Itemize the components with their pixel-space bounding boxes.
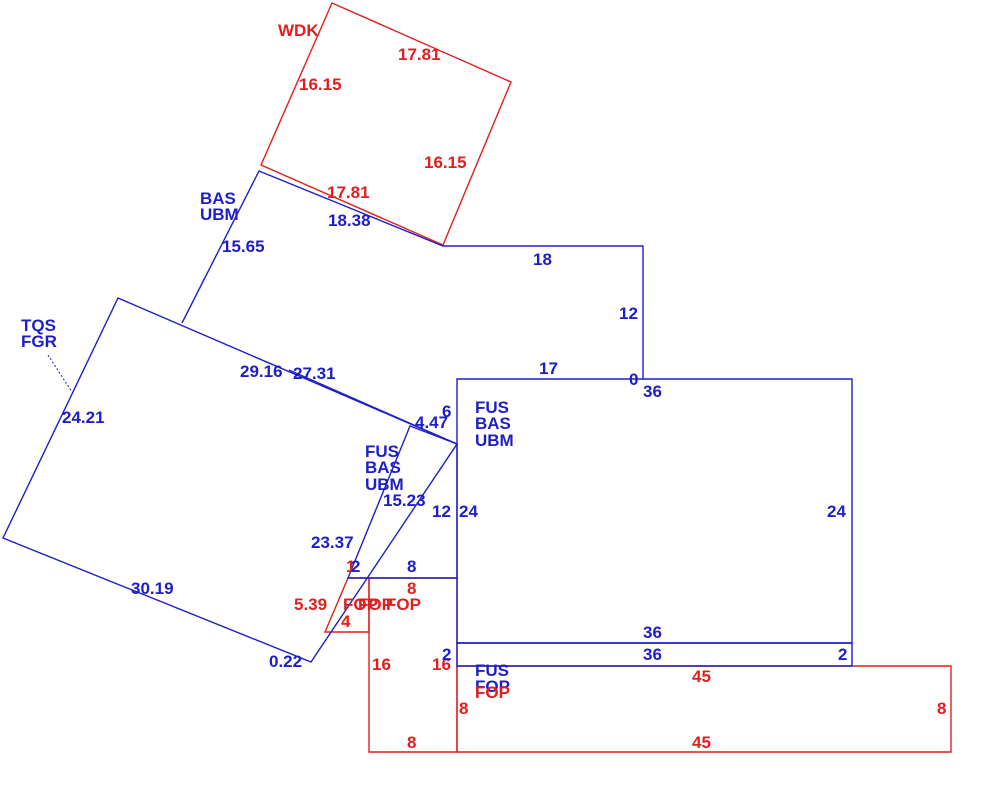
bas-top-dim: 18.38 [328, 211, 371, 230]
fop-bottom-dim: 8 [407, 733, 416, 752]
fop-small-one: 1 [346, 557, 355, 576]
deck-right-dim: 8 [937, 699, 946, 718]
fus-mid-code-2: BAS [365, 458, 401, 477]
diag-six-dim: 6 [442, 402, 451, 421]
fus-main-code-3: UBM [475, 431, 514, 450]
fus-right-dim: 24 [827, 502, 846, 521]
fop-small-code-1: FOP [343, 595, 378, 614]
fop-small-bottom-dim: 4 [341, 612, 351, 631]
deck-bottom-dim: 45 [692, 733, 711, 752]
fus-left-dim: 24 [459, 502, 478, 521]
deck-top-dim: 45 [692, 667, 711, 686]
bas-upper-outline [181, 170, 644, 379]
strip-left-dim: 2 [442, 645, 451, 664]
fus-top-dim: 36 [643, 382, 662, 401]
fop-right-dim: 16 [432, 655, 451, 674]
bas-upper-code-1: BAS [200, 189, 236, 208]
fus-strip-outline [456, 642, 853, 667]
tqs-tail-dim: 0.22 [269, 652, 302, 671]
diag-short-dim: 4.47 [415, 413, 448, 432]
fus-main-outline [456, 378, 853, 644]
fus-mid-code-1: FUS [365, 442, 399, 461]
tqs-leader-line [47, 354, 73, 393]
fop-small-left-dim: 5.39 [294, 595, 327, 614]
bas-upper-code-2: UBM [200, 205, 239, 224]
tqs-top-dim-b: 27.31 [293, 364, 336, 383]
bas-right-top-dim: 18 [533, 250, 552, 269]
fus-lower-code-3: FOP [475, 683, 510, 702]
mid-diag-dim: 15.23 [383, 491, 426, 510]
fop-small-code-2: FOP [358, 595, 393, 614]
fus-main-code-1: FUS [475, 398, 509, 417]
fus-main-code-2: BAS [475, 414, 511, 433]
tqs-side-dim: 24.21 [62, 408, 105, 427]
bas-right-vertical-dim: 12 [619, 304, 638, 323]
mid-left-dim: 23.37 [311, 533, 354, 552]
tqs-bottom-dim: 30.19 [131, 579, 174, 598]
fop-top-red-dim: 8 [407, 579, 416, 598]
fus-mid-code-3: UBM [365, 475, 404, 494]
tqs-roof-line [288, 369, 458, 445]
wdk-left-dim: 16.15 [299, 75, 342, 94]
fop-small-code-3: FOP [386, 595, 421, 614]
fop-small-two: 2 [351, 557, 360, 576]
tqs-code-2: FGR [21, 332, 57, 351]
wdk-code: WDK [278, 21, 319, 40]
tqs-outline [2, 297, 459, 663]
bas-step-dim: 17 [539, 359, 558, 378]
strip-right-dim: 2 [838, 645, 847, 664]
fus-lower-code-1: FUS [475, 661, 509, 680]
strip-bottom-dim: 36 [643, 645, 662, 664]
wdk-bottom-dim: 17.81 [327, 183, 370, 202]
fop-top-dim: 8 [407, 557, 416, 576]
wdk-right-dim: 16.15 [424, 153, 467, 172]
fop-left-dim: 16 [372, 655, 391, 674]
tqs-code-1: TQS [21, 316, 56, 335]
wdk-top-dim: 17.81 [398, 45, 441, 64]
fus-bottom-dim: 36 [643, 623, 662, 642]
bas-left-dim: 15.65 [222, 237, 265, 256]
deck-left-dim: 8 [459, 699, 468, 718]
tqs-top-dim-a: 29.16 [240, 362, 283, 381]
mid-twelve-dim: 12 [432, 502, 451, 521]
wdk-outline [260, 2, 512, 246]
bas-zero-dim: 0 [629, 370, 638, 389]
fus-lower-code-2: FOP [475, 677, 510, 696]
